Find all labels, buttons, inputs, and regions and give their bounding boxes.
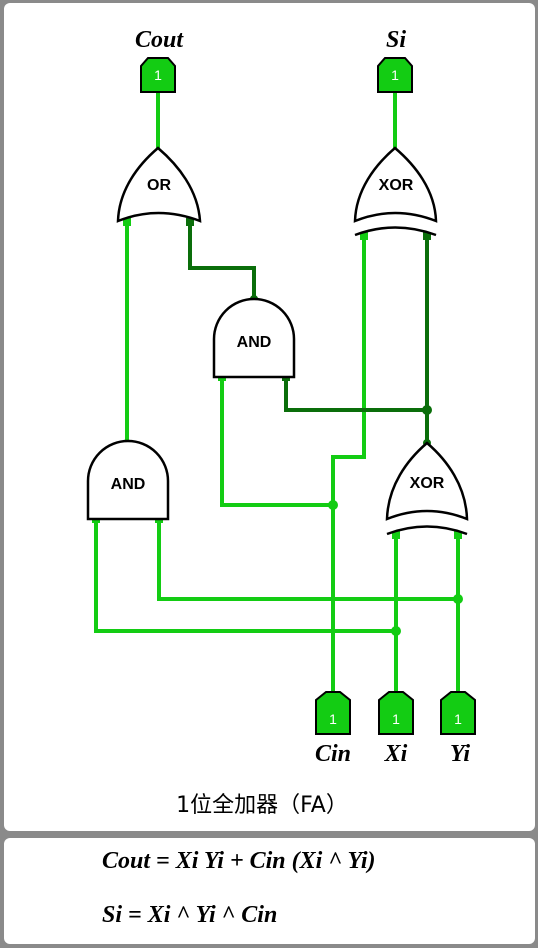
- pin-value: 1: [392, 711, 400, 727]
- pin-stub: [392, 531, 400, 539]
- pin-value: 1: [154, 67, 162, 83]
- input-pin-yi[interactable]: 1: [440, 691, 476, 735]
- and-gate-left-label: AND: [111, 476, 146, 493]
- input-pin-cin[interactable]: 1: [315, 691, 351, 735]
- junction-xi: [391, 626, 401, 636]
- output-pin-cout[interactable]: 1: [140, 57, 176, 93]
- input-pin-xi[interactable]: 1: [378, 691, 414, 735]
- wire-cin-and2: [220, 375, 335, 507]
- circuit-panel: OR XOR XOR AND AND 1 1 1 1 1: [4, 3, 535, 831]
- xor-gate-top[interactable]: XOR: [353, 146, 438, 237]
- pin-stub: [186, 218, 194, 226]
- label-xi: Xi: [384, 741, 408, 767]
- junction-yi: [453, 594, 463, 604]
- formula-cout: Cout = Xi Yi + Cin (Xi ^ Yi): [102, 848, 376, 874]
- wire-yi-and1: [157, 517, 460, 601]
- wire-xi-and1: [94, 517, 398, 633]
- wire-cin-xor1: [331, 234, 366, 702]
- xor-gate-bottom[interactable]: XOR: [385, 441, 469, 536]
- junction-xor2: [422, 405, 432, 415]
- pin-value: 1: [454, 711, 462, 727]
- label-cout: Cout: [135, 27, 184, 53]
- pin-stub: [454, 531, 462, 539]
- and-gate-middle[interactable]: AND: [212, 297, 296, 379]
- formula-si: Si = Xi ^ Yi ^ Cin: [102, 902, 278, 928]
- label-yi: Yi: [450, 741, 470, 767]
- or-gate[interactable]: OR: [116, 146, 202, 223]
- wire-xor2-and2: [284, 375, 429, 412]
- circuit-diagram: OR XOR XOR AND AND 1 1 1 1 1: [86, 27, 476, 818]
- and-gate-left[interactable]: AND: [86, 439, 170, 521]
- output-pin-si[interactable]: 1: [377, 57, 413, 93]
- pin-stub: [123, 218, 131, 226]
- pin-value: 1: [391, 67, 399, 83]
- xor-gate-bottom-label: XOR: [410, 475, 445, 492]
- pin-stub: [360, 232, 368, 240]
- pin-stub: [423, 232, 431, 240]
- or-gate-label: OR: [147, 177, 171, 194]
- pin-value: 1: [329, 711, 337, 727]
- xor-gate-top-label: XOR: [379, 177, 414, 194]
- label-si: Si: [386, 27, 406, 53]
- wire-and2-or: [188, 220, 256, 301]
- and-gate-middle-label: AND: [237, 334, 272, 351]
- wires-active: [94, 90, 460, 702]
- junction-cin: [328, 500, 338, 510]
- label-cin: Cin: [315, 741, 351, 767]
- formula-panel: Cout = Xi Yi + Cin (Xi ^ Yi) Si = Xi ^ Y…: [4, 838, 535, 944]
- caption: 1位全加器（FA）: [176, 793, 348, 818]
